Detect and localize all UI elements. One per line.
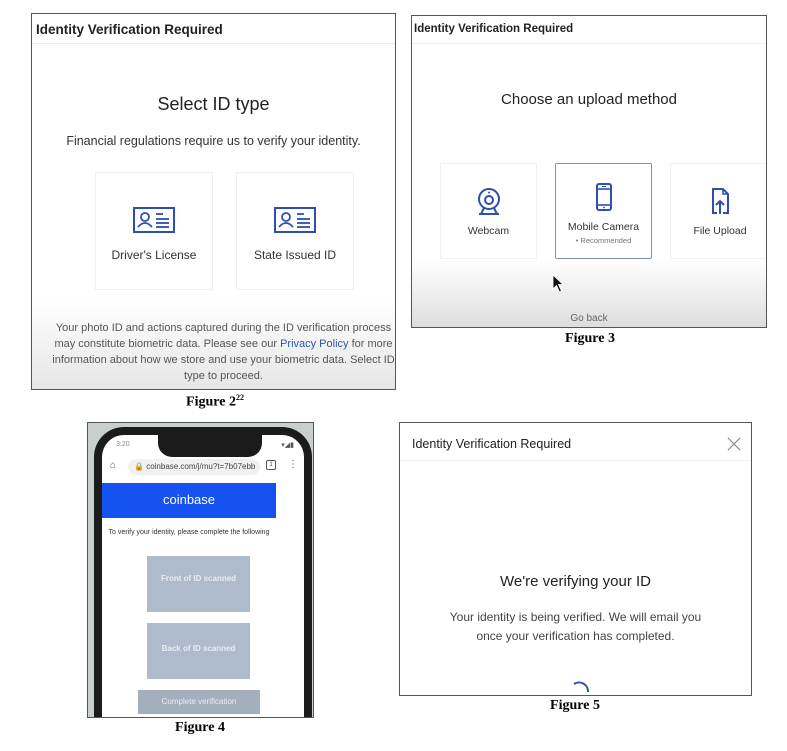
coinbase-header: coinbase [102, 483, 276, 518]
browser-toolbar: ⌂ 🔒 coinbase.com/j/mu?t=7b07ebb 1 ⋮ [106, 458, 300, 476]
privacy-policy-link[interactable]: Privacy Policy [280, 338, 349, 350]
id-card-icon [133, 207, 175, 233]
notice-text: for more information about how we store … [52, 338, 395, 382]
phone-notch [158, 435, 262, 457]
page-title: Select ID type [157, 94, 270, 114]
figure-3-upload-method: Identity Verification Required Choose an… [411, 15, 767, 328]
file-upload-icon [712, 188, 729, 214]
modal-header: Identity Verification Required [400, 423, 751, 461]
figure-3-caption: Figure 3 [565, 331, 615, 346]
mobile-phone-icon [595, 183, 612, 211]
page-subtitle: Financial regulations require us to veri… [66, 134, 361, 148]
status-time: 3:20 [116, 441, 130, 448]
webcam-option[interactable]: Webcam [440, 163, 537, 259]
loading-spinner-icon [573, 681, 589, 693]
figure-2-caption: Figure 222 [150, 393, 280, 411]
close-icon[interactable] [727, 437, 741, 451]
figure-4-caption: Figure 4 [175, 720, 225, 735]
method-label: Webcam [467, 225, 510, 237]
home-icon[interactable]: ⌂ [110, 460, 117, 471]
method-label: File Upload [693, 225, 747, 237]
front-id-scan-box[interactable]: Front of ID scanned [147, 556, 250, 612]
modal-header: Identity Verification Required [32, 14, 395, 44]
more-menu-icon[interactable]: ⋮ [288, 459, 298, 470]
caption-footnote: 22 [235, 393, 244, 402]
mouse-cursor-icon [552, 274, 565, 293]
mobile-camera-option[interactable]: Mobile Camera • Recommended [555, 163, 652, 259]
caption-text: Figure 2 [186, 394, 236, 410]
url-text: coinbase.com/j/mu?t=7b07ebb [146, 462, 256, 471]
phone-screen: 3:20 ▾◢▮ ⌂ 🔒 coinbase.com/j/mu?t=7b07ebb… [102, 435, 304, 717]
phone-frame: 3:20 ▾◢▮ ⌂ 🔒 coinbase.com/j/mu?t=7b07ebb… [94, 427, 312, 717]
page-title: Choose an upload method [501, 91, 677, 108]
bottom-fade [32, 299, 395, 389]
address-bar[interactable]: 🔒 coinbase.com/j/mu?t=7b07ebb [128, 459, 260, 475]
back-id-scan-box[interactable]: Back of ID scanned [147, 623, 250, 679]
method-label: Mobile Camera [567, 221, 640, 233]
recommended-badge: • Recommended [575, 236, 632, 245]
subtitle-line: Your identity is being verified. We will… [449, 610, 702, 624]
file-upload-option[interactable]: File Upload [670, 163, 766, 259]
figure-2-select-id-type: Identity Verification Required Select ID… [31, 13, 396, 390]
webcam-icon [477, 188, 500, 215]
page-subtitle: Your identity is being verified. We will… [400, 608, 751, 646]
page-title: We're verifying your ID [500, 573, 651, 590]
bottom-fade [412, 259, 766, 327]
modal-header: Identity Verification Required [412, 16, 766, 44]
subtitle-line: once your verification has completed. [476, 629, 675, 643]
notice-text: Your photo ID and actions captured durin… [54, 322, 392, 350]
figure-4-mobile-verification: 3:20 ▾◢▮ ⌂ 🔒 coinbase.com/j/mu?t=7b07ebb… [87, 422, 314, 718]
state-issued-id-option[interactable]: State Issued ID [236, 172, 354, 290]
option-label: State Issued ID [253, 248, 337, 262]
drivers-license-option[interactable]: Driver's License [95, 172, 213, 290]
signal-battery-icon: ▾◢▮ [281, 442, 294, 449]
complete-verification-button[interactable]: Complete verification [138, 690, 260, 714]
figure-5-caption: Figure 5 [550, 698, 600, 713]
figure-5-verifying-id: Identity Verification Required We're ver… [399, 422, 752, 696]
option-label: Driver's License [111, 248, 197, 262]
go-back-button[interactable]: Go back [570, 313, 608, 324]
biometric-notice: Your photo ID and actions captured durin… [52, 320, 395, 384]
tab-count-button[interactable]: 1 [266, 460, 276, 470]
id-card-icon [274, 207, 316, 233]
instructions-text: To verify your identity, please complete… [108, 529, 270, 536]
